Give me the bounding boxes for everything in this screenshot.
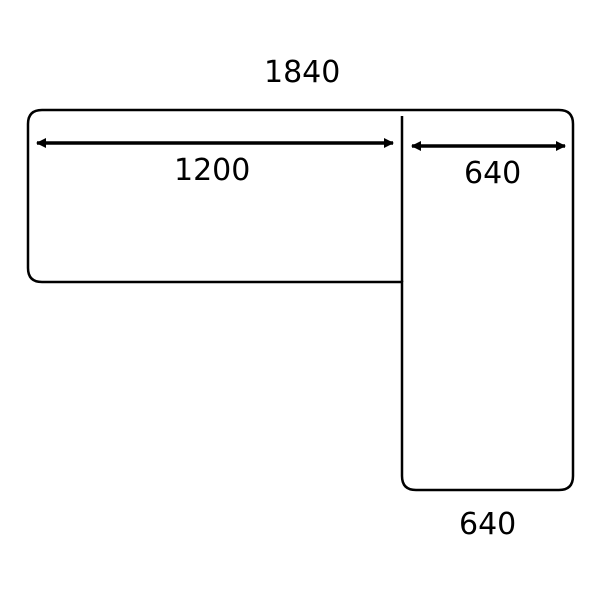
bottom-width-label: 640 (459, 507, 517, 542)
left-depth-label: 0 (0, 183, 1, 213)
desk-outline (26, 108, 575, 492)
top-width-label: 1840 (264, 55, 341, 90)
right-section-width-label: 640 (464, 156, 522, 191)
left-section-width-label: 1200 (174, 153, 251, 188)
